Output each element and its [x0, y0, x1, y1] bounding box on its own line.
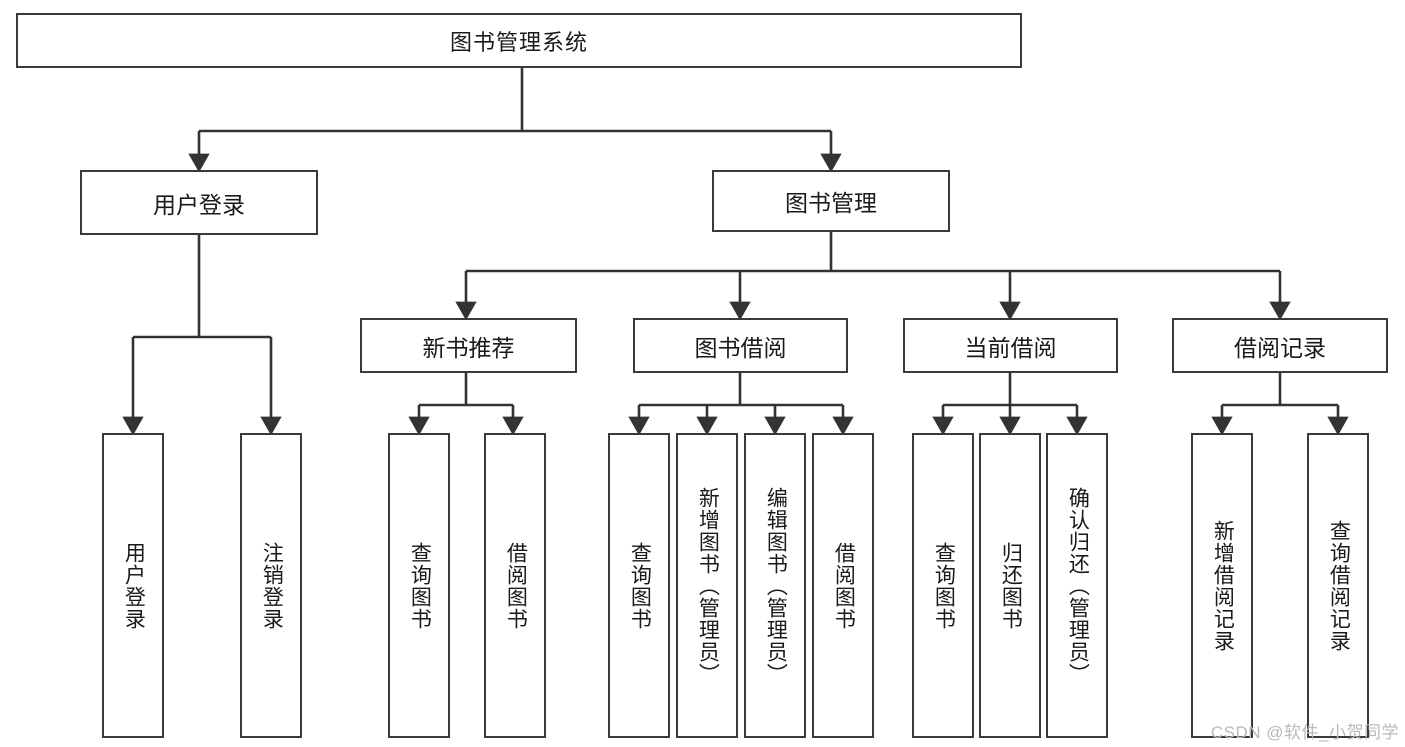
- node-book-borrow-label: 图书借阅: [694, 334, 787, 361]
- node-current-borrow[interactable]: 当前借阅: [903, 318, 1118, 373]
- leaf-label: 注销登录: [260, 541, 284, 630]
- node-borrow-record-label: 借阅记录: [1234, 334, 1326, 361]
- node-user-login[interactable]: 用户登录: [80, 170, 318, 235]
- leaf-current-return-book[interactable]: 归还图书: [979, 433, 1041, 738]
- leaf-label: 查询图书: [932, 541, 956, 630]
- node-new-book-recommend[interactable]: 新书推荐: [360, 318, 577, 373]
- node-book-borrow[interactable]: 图书借阅: [633, 318, 848, 373]
- node-book-management[interactable]: 图书管理: [712, 170, 950, 232]
- leaf-label: 新增图书（管理员）: [696, 486, 720, 685]
- leaf-record-add[interactable]: 新增借阅记录: [1191, 433, 1253, 738]
- leaf-user-login-signin[interactable]: 用户登录: [102, 433, 164, 738]
- node-borrow-record[interactable]: 借阅记录: [1172, 318, 1388, 373]
- leaf-label: 查询图书: [628, 541, 652, 630]
- leaf-user-login-signout[interactable]: 注销登录: [240, 433, 302, 738]
- leaf-label: 查询图书: [408, 541, 432, 630]
- leaf-borrow-query-book[interactable]: 查询图书: [608, 433, 670, 738]
- watermark: CSDN @软件_小贺同学: [1210, 723, 1399, 742]
- node-user-login-label: 用户登录: [153, 191, 245, 218]
- leaf-borrow-borrow-book[interactable]: 借阅图书: [812, 433, 874, 738]
- leaf-new-book-borrow[interactable]: 借阅图书: [484, 433, 546, 738]
- node-current-borrow-label: 当前借阅: [964, 334, 1057, 361]
- leaf-label: 新增借阅记录: [1211, 519, 1235, 652]
- node-root-label: 图书管理系统: [449, 29, 588, 55]
- leaf-label: 确认归还（管理员）: [1066, 486, 1090, 685]
- leaf-label: 借阅图书: [504, 541, 528, 630]
- node-book-management-label: 图书管理: [785, 190, 877, 216]
- leaf-label: 查询借阅记录: [1327, 519, 1351, 652]
- node-root[interactable]: 图书管理系统: [16, 13, 1022, 68]
- leaf-borrow-edit-book[interactable]: 编辑图书（管理员）: [744, 433, 806, 738]
- leaf-label: 编辑图书（管理员）: [764, 486, 788, 685]
- leaf-borrow-add-book[interactable]: 新增图书（管理员）: [676, 433, 738, 738]
- leaf-new-book-query[interactable]: 查询图书: [388, 433, 450, 738]
- leaf-label: 归还图书: [999, 541, 1023, 630]
- leaf-current-confirm-return[interactable]: 确认归还（管理员）: [1046, 433, 1108, 738]
- leaf-record-query[interactable]: 查询借阅记录: [1307, 433, 1369, 738]
- leaf-current-query-book[interactable]: 查询图书: [912, 433, 974, 738]
- leaf-label: 用户登录: [122, 541, 146, 630]
- node-new-book-recommend-label: 新书推荐: [422, 334, 515, 361]
- leaf-label: 借阅图书: [832, 541, 856, 630]
